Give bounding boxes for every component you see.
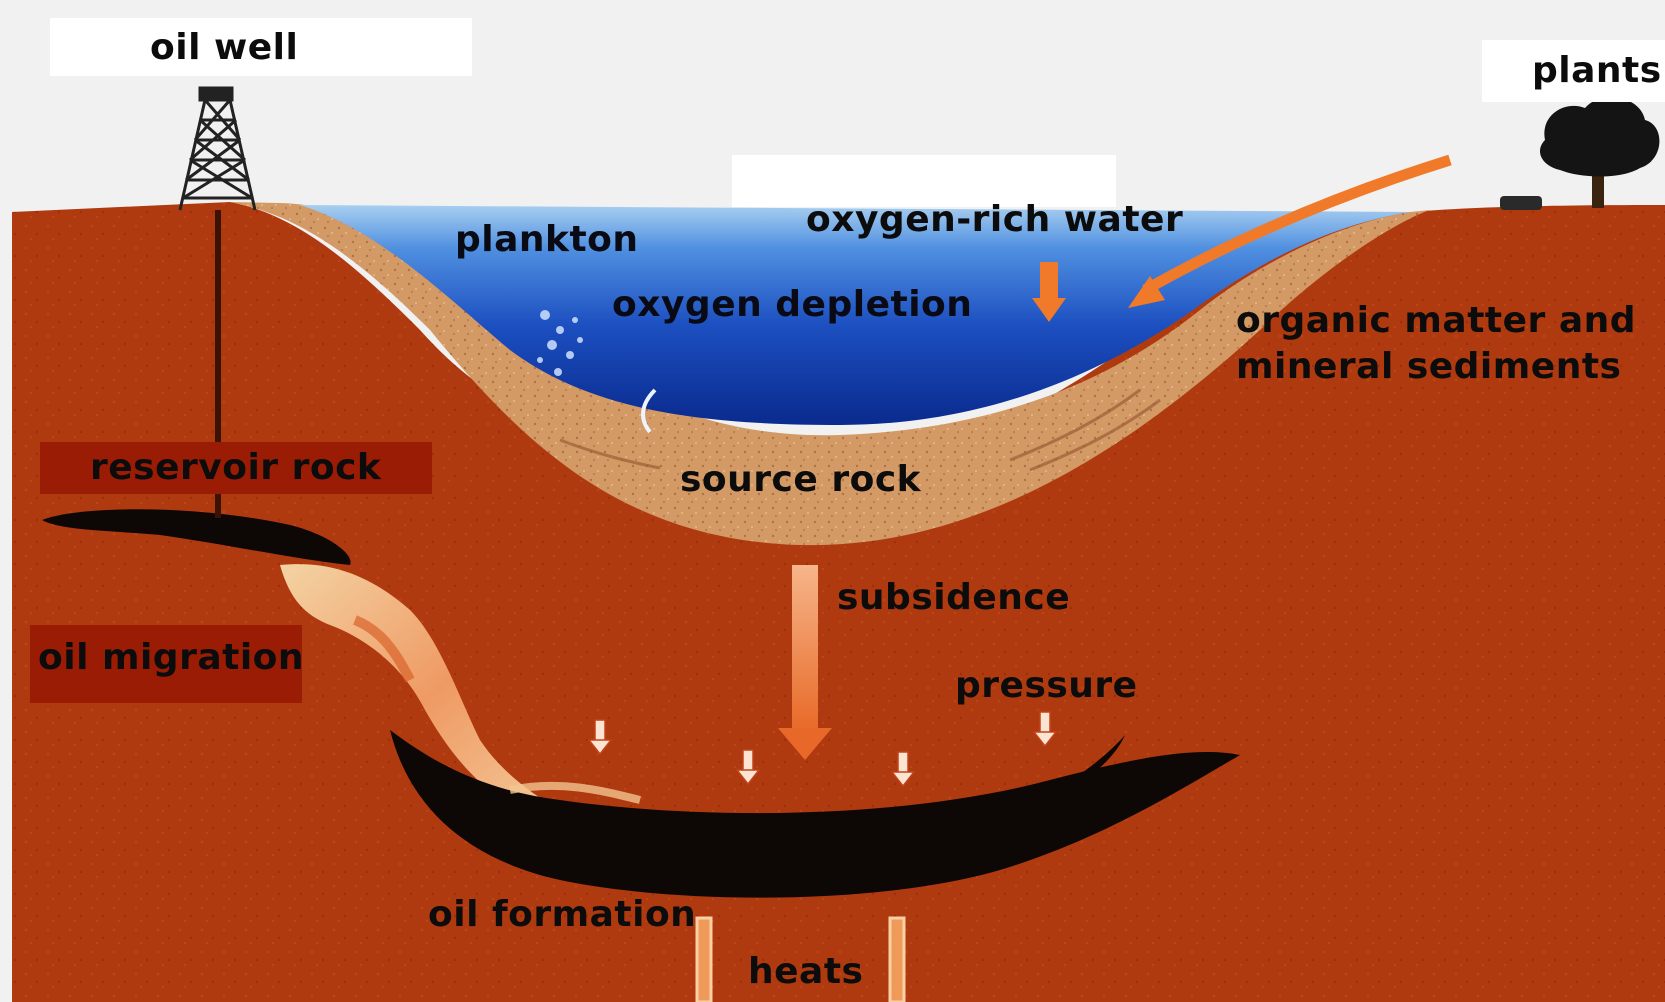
oil-formation-label: oil formation — [428, 897, 696, 933]
oxygen-depletion-label: oxygen depletion — [612, 287, 972, 323]
tree-icon — [1500, 97, 1659, 210]
subsidence-label: subsidence — [837, 580, 1070, 616]
oil-well-label: oil well — [150, 30, 298, 66]
reservoir-rock-label: reservoir rock — [90, 450, 381, 486]
plants-label: plants — [1532, 53, 1662, 89]
oxygen-rich-water-label: oxygen-rich water — [806, 202, 1183, 238]
heats-label: heats — [748, 954, 863, 990]
organic-matter-label: organic matter and mineral sediments — [1236, 298, 1636, 390]
oil-derrick-icon — [180, 88, 255, 210]
pressure-label: pressure — [955, 668, 1138, 704]
plankton-label: plankton — [455, 222, 639, 258]
oil-migration-label: oil migration — [38, 640, 304, 676]
source-rock-label: source rock — [680, 462, 921, 498]
